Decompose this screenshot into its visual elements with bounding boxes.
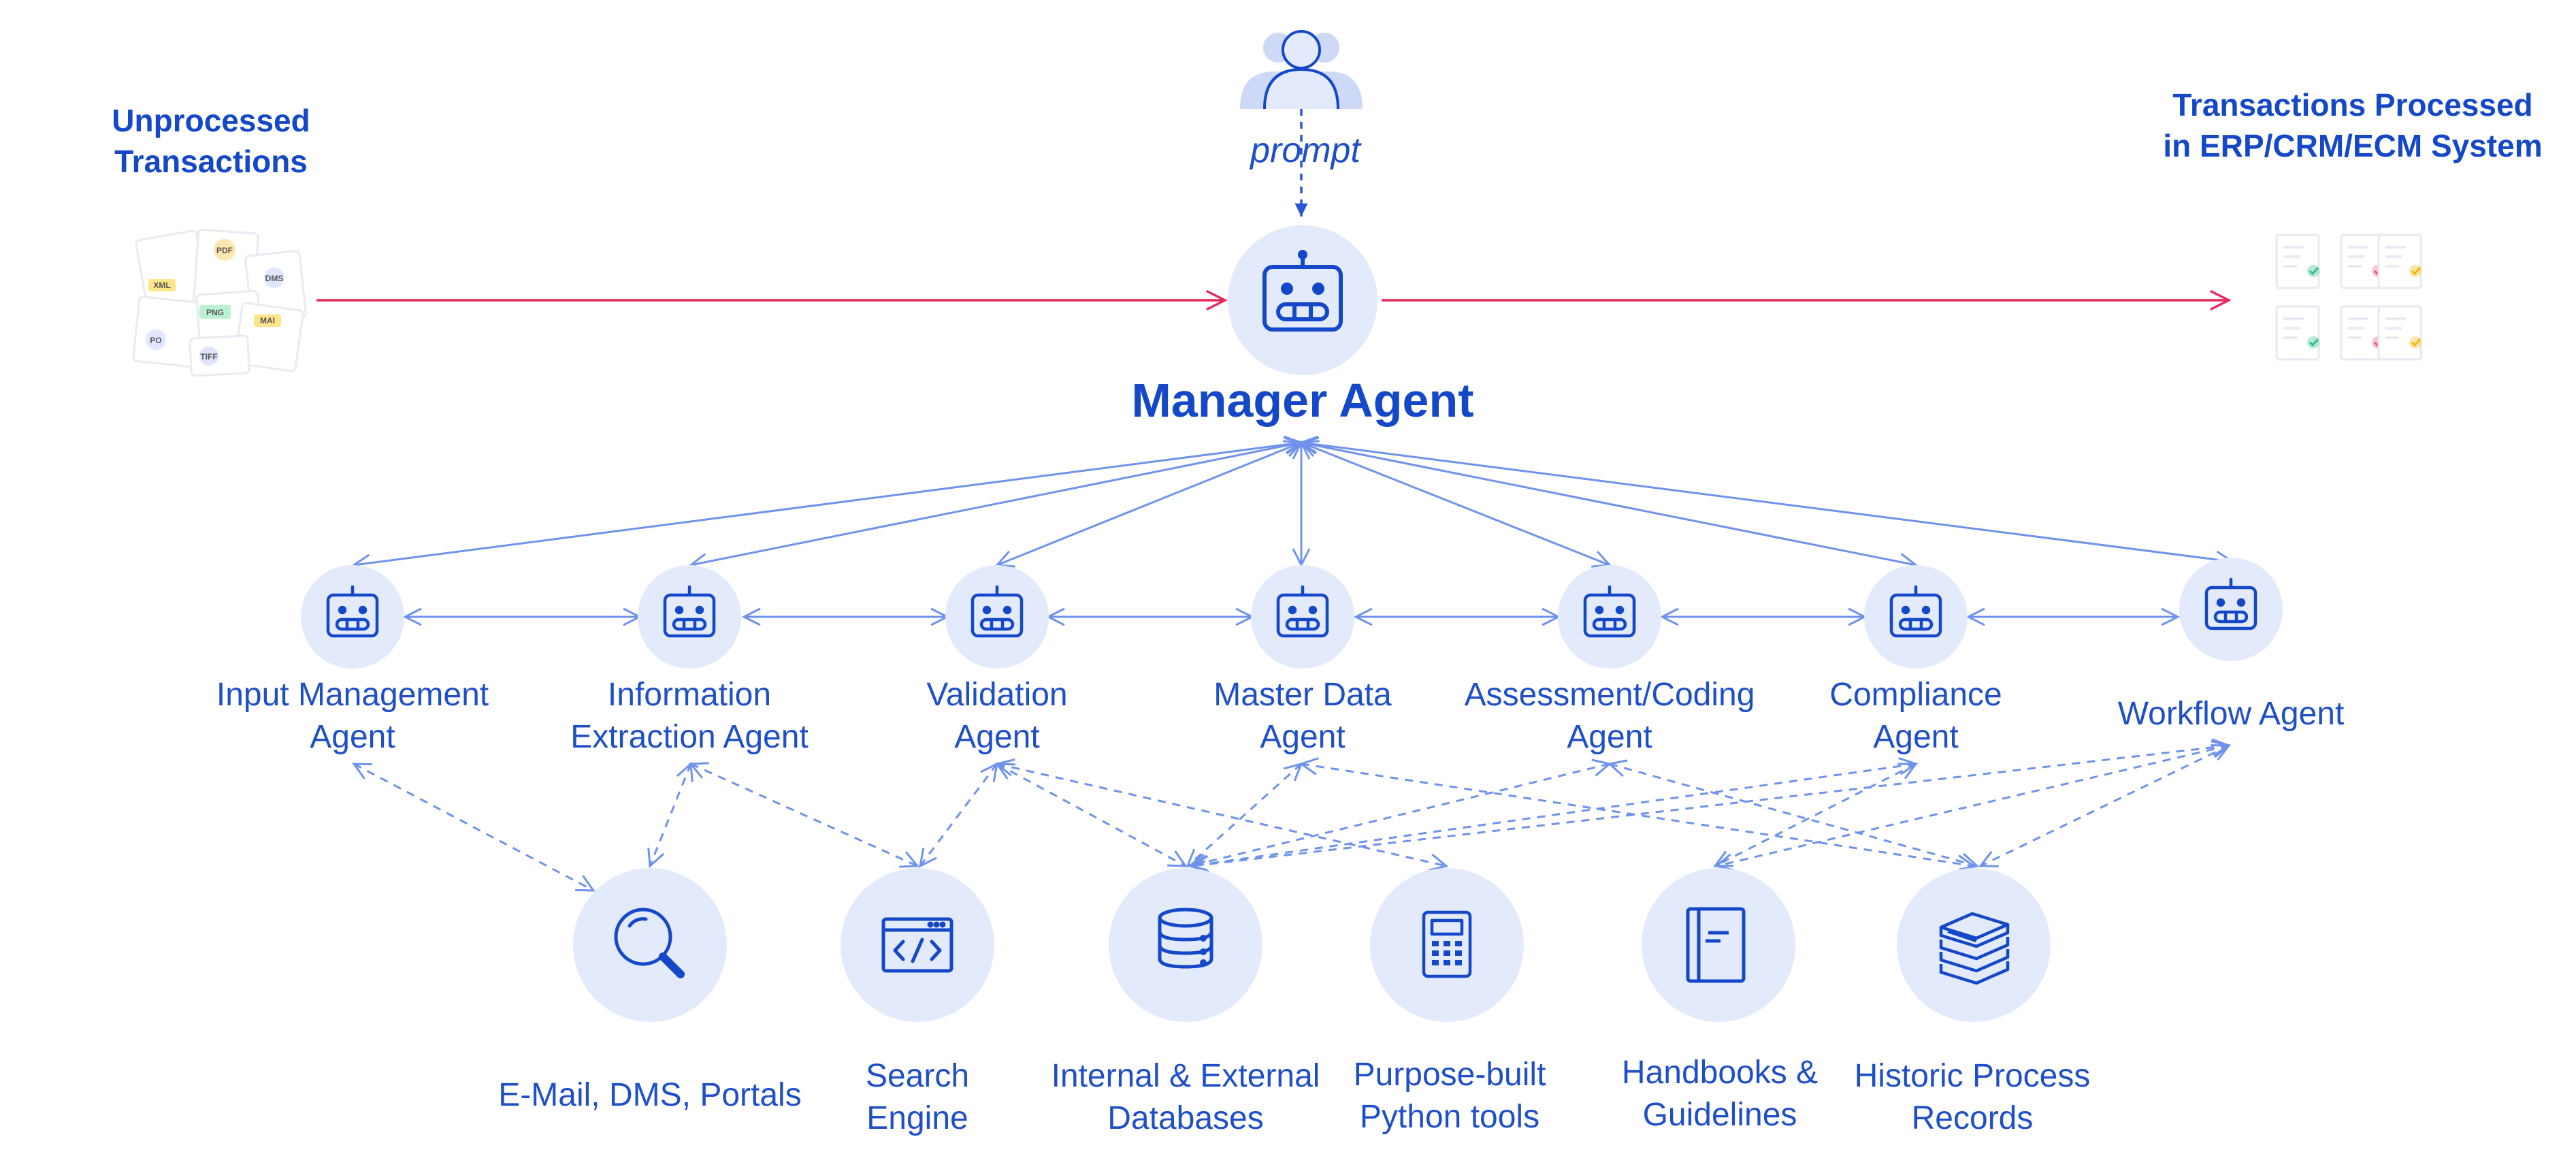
robot-icon (1276, 585, 1329, 638)
processed-document (2275, 305, 2320, 361)
processed-document (2377, 234, 2422, 289)
svg-text:MAI: MAI (260, 316, 275, 325)
notebook-icon (1686, 907, 1746, 983)
svg-text:PDF: PDF (216, 246, 233, 255)
book-stack-icon (1939, 912, 2010, 985)
tool-node-records (1897, 868, 2051, 1022)
tool-node-python (1370, 868, 1524, 1022)
unprocessed-documents-illustration: XML PDF DMS PNG PO MAI TIFF (132, 228, 307, 377)
prompt-label: prompt (1250, 131, 1360, 170)
agent-nodes (301, 558, 2283, 669)
svg-text:PNG: PNG (206, 308, 224, 317)
robot-icon (326, 585, 379, 638)
tool-nodes (573, 868, 2051, 1022)
browser-code-icon (881, 917, 953, 973)
agent-node-validate (945, 565, 1049, 669)
magnifier-icon (614, 908, 685, 978)
svg-text:DMS: DMS (265, 274, 284, 283)
tool-label-email: E-Mail, DMS, Portals (498, 1077, 802, 1113)
agent-node-master (1251, 565, 1354, 669)
robot-icon (971, 585, 1024, 638)
tool-node-search (841, 868, 994, 1022)
input-title-line2: Transactions (114, 143, 308, 179)
tool-label-handbook: Handbooks &Guidelines (1621, 1055, 1819, 1134)
agent-node-extract (638, 565, 741, 669)
robot-icon (663, 585, 716, 638)
manager-agent-links (354, 443, 2232, 565)
robot-icon (2204, 577, 2257, 630)
tool-node-handbook (1642, 868, 1795, 1022)
manager-agent-title: Manager Agent (1131, 374, 1474, 427)
tool-node-email (573, 868, 727, 1022)
agent-node-assess (1558, 565, 1661, 669)
robot-icon (1262, 250, 1343, 332)
processed-documents-illustration (2275, 234, 2422, 361)
agent-node-input (301, 565, 404, 669)
robot-icon (1583, 585, 1636, 638)
output-title-line2: in ERP/CRM/ECM System (2163, 127, 2543, 163)
agent-node-comply (1864, 565, 1968, 669)
database-icon (1158, 908, 1213, 969)
processed-document (2377, 305, 2422, 361)
output-title-line1: Transactions Processed (2172, 87, 2533, 123)
calculator-icon (1422, 910, 1472, 978)
agent-node-workflow (2179, 558, 2283, 661)
user-group-icon (1240, 30, 1363, 110)
input-title: Unprocessed Transactions (112, 101, 310, 182)
agent-label-workflow: Workflow Agent (2117, 696, 2345, 732)
processed-document (2275, 234, 2320, 289)
svg-text:TIFF: TIFF (200, 352, 217, 362)
robot-icon (1889, 585, 1942, 638)
svg-text:PO: PO (150, 336, 161, 345)
tool-node-db (1109, 868, 1262, 1022)
output-title: Transactions Processed in ERP/CRM/ECM Sy… (2163, 85, 2542, 167)
agent-tool-links (354, 746, 2229, 891)
manager-agent-node (1228, 225, 1377, 375)
svg-text:XML: XML (153, 281, 170, 290)
input-title-line1: Unprocessed (112, 103, 310, 138)
